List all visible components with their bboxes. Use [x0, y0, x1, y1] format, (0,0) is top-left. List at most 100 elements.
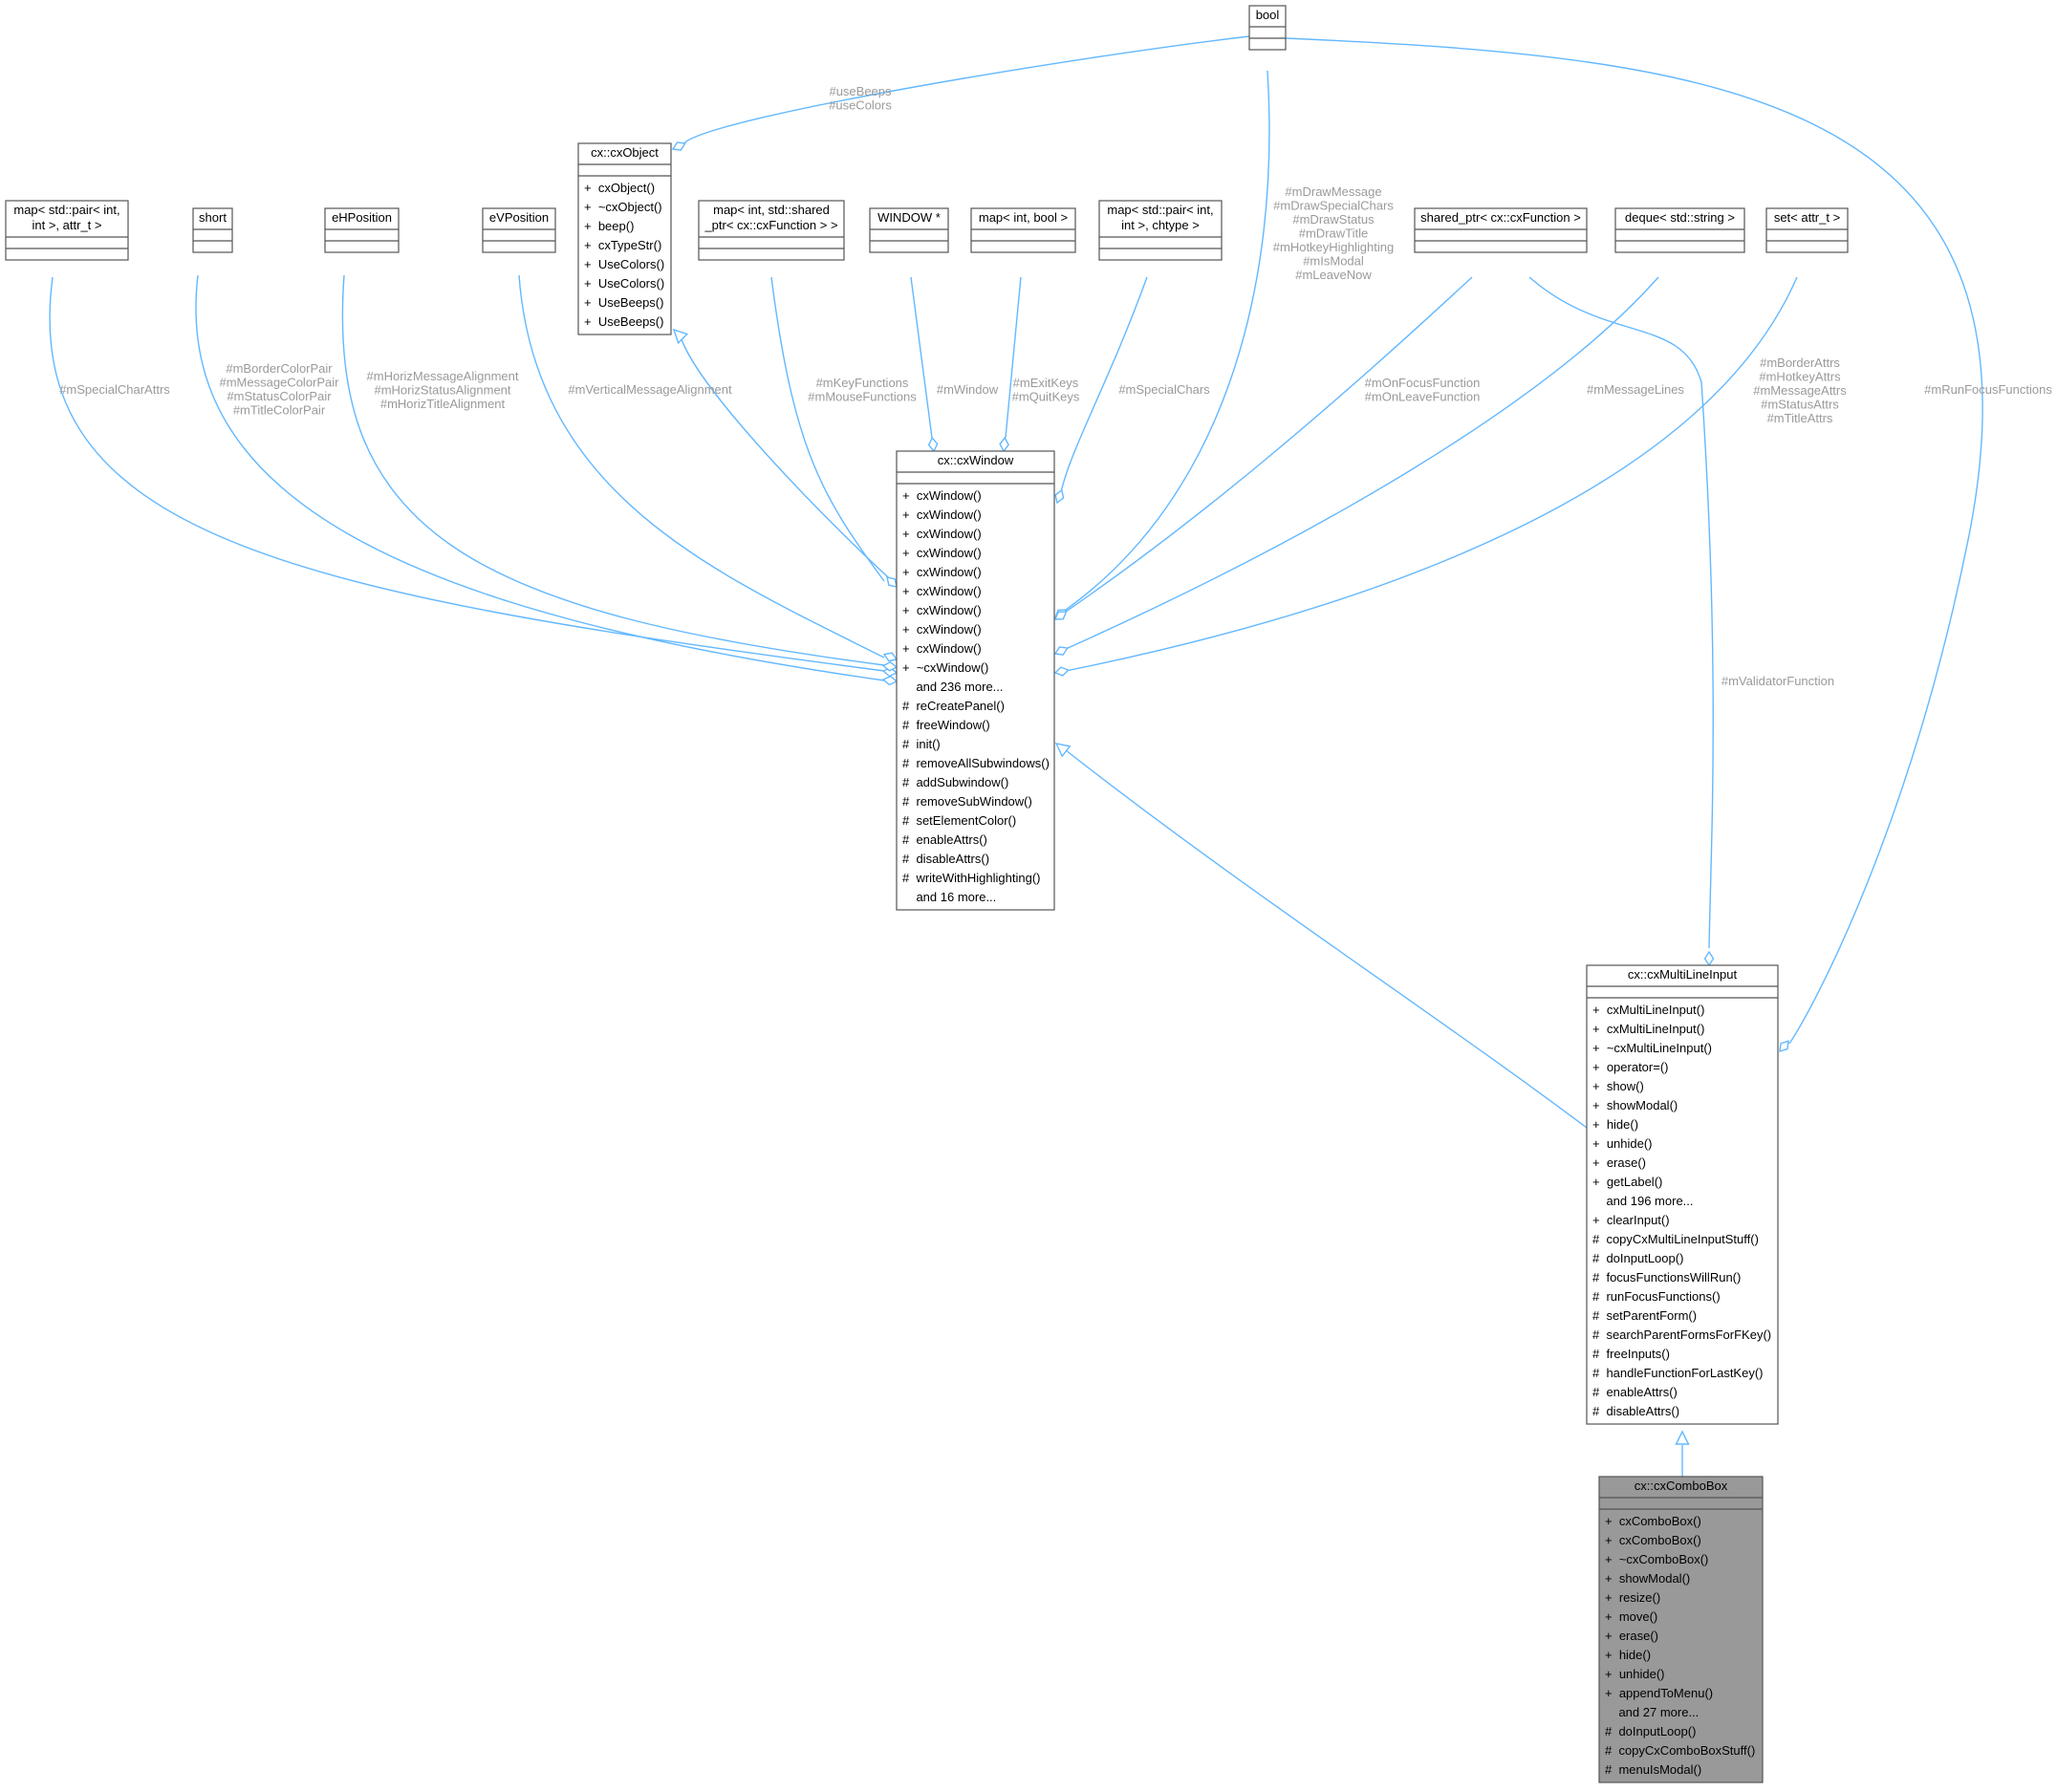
class-box — [1598, 1476, 1764, 1783]
class-member: # enableAttrs() — [1592, 1385, 1678, 1399]
class-member: + cxWindow() — [902, 488, 982, 503]
class-member: + hide() — [1592, 1117, 1638, 1132]
edge-vertalign — [518, 274, 885, 659]
class-box — [1248, 5, 1287, 51]
class-member: + cxWindow() — [902, 584, 982, 598]
edge-label-specialCharAttrs: #mSpecialCharAttrs — [59, 382, 170, 397]
class-member: + ~cxComboBox() — [1605, 1552, 1708, 1566]
edge-label-exitKeys: #mExitKeys#mQuitKeys — [1012, 376, 1080, 404]
edge-horizalign — [341, 274, 885, 666]
class-title: map< std::pair< int, — [1107, 203, 1213, 217]
class-member: # enableAttrs() — [902, 832, 987, 847]
class-box — [1586, 964, 1779, 1425]
class-member: + erase() — [1605, 1629, 1658, 1643]
edge-label-line: #mStatusAttrs — [1761, 398, 1839, 412]
edge-label-line: #mDrawMessage — [1285, 184, 1381, 199]
class-node-mapPairAttr: map< std::pair< int,int >, attr_t > — [5, 200, 129, 261]
class-member: # handleFunctionForLastKey() — [1592, 1366, 1763, 1380]
edge-colorpairs — [195, 274, 885, 681]
class-box — [482, 207, 556, 253]
aggregation-diamond — [999, 436, 1009, 453]
class-member: + resize() — [1605, 1590, 1660, 1605]
class-member: + cxWindow() — [902, 603, 982, 617]
edge-label-line: #mHorizStatusAlignment — [374, 383, 510, 398]
edge-label-line: #mHorizTitleAlignment — [380, 397, 506, 411]
class-member: # reCreatePanel() — [902, 699, 1005, 713]
edge-runfocus — [1285, 37, 1983, 1045]
aggregation-diamond — [927, 436, 939, 453]
class-node-cxWindow: cx::cxWindow+ cxWindow()+ cxWindow()+ cx… — [896, 450, 1055, 911]
class-member: # disableAttrs() — [902, 852, 989, 866]
class-member: + UseColors() — [584, 276, 664, 291]
class-member: # addSubwindow() — [902, 775, 1008, 789]
class-title: _ptr< cx::cxFunction > > — [704, 218, 837, 232]
edge-exitkeys — [1005, 276, 1022, 439]
edge-label-line: #mHotkeyAttrs — [1759, 370, 1841, 384]
aggregation-diamond — [881, 660, 899, 672]
aggregation-diamond — [886, 576, 898, 588]
class-member: + cxComboBox() — [1605, 1514, 1701, 1528]
diagram-edges — [49, 35, 1983, 1477]
aggregation-diamond — [882, 652, 899, 662]
class-member: + ~cxWindow() — [902, 660, 988, 675]
edge-label-line: #mHorizMessageAlignment — [367, 369, 519, 383]
class-title: bool — [1256, 8, 1280, 22]
class-member: # removeAllSubwindows() — [902, 756, 1050, 770]
class-member: + cxComboBox() — [1605, 1533, 1701, 1547]
edge-label-useBeeps: #useBeeps#useColors — [829, 84, 892, 113]
class-box — [896, 450, 1055, 911]
edge-label-line: #useColors — [829, 98, 892, 113]
edge-label-line: #mStatusColorPair — [227, 389, 332, 403]
class-title: short — [199, 210, 227, 225]
class-node-mapPairChtype: map< std::pair< int,int >, chtype > — [1098, 200, 1223, 261]
aggregation-diamond — [1054, 488, 1065, 505]
class-member: + cxObject() — [584, 181, 655, 195]
class-member: + hide() — [1605, 1648, 1651, 1662]
edge-label-line: #mMouseFunctions — [808, 390, 917, 404]
edge-label-line: #mLeaveNow — [1295, 268, 1372, 282]
class-member: and 16 more... — [902, 890, 996, 904]
edge-label-focusFuncs: #mOnFocusFunction#mOnLeaveFunction — [1365, 376, 1481, 404]
edge-boolflags — [1065, 70, 1270, 611]
class-node-eVPosition: eVPosition — [482, 207, 556, 253]
edge-label-line: #mTitleColorPair — [233, 403, 326, 418]
class-member: # doInputLoop() — [1605, 1724, 1696, 1738]
class-title: cx::cxComboBox — [1635, 1479, 1728, 1493]
class-member: + getLabel() — [1592, 1175, 1662, 1189]
class-member: + UseBeeps() — [584, 314, 663, 329]
class-member: # init() — [902, 737, 941, 751]
class-title: int >, attr_t > — [32, 218, 102, 232]
class-member: # setParentForm() — [1592, 1308, 1697, 1323]
class-member: + showModal() — [1592, 1098, 1678, 1112]
class-member: + clearInput() — [1592, 1213, 1670, 1227]
edge-label-vertAlign: #mVerticalMessageAlignment — [568, 382, 732, 397]
class-node-dequeStr: deque< std::string > — [1614, 207, 1745, 253]
class-node-cxComboBox: cx::cxComboBox+ cxComboBox()+ cxComboBox… — [1598, 1476, 1764, 1783]
edge-label-line: #mMessageLines — [1587, 382, 1684, 397]
edge-label-specialChars: #mSpecialChars — [1118, 382, 1210, 397]
edge-label-attrs: #mBorderAttrs#mHotkeyAttrs#mMessageAttrs… — [1753, 356, 1847, 425]
class-member: + ~cxMultiLineInput() — [1592, 1041, 1712, 1055]
class-title: deque< std::string > — [1625, 210, 1735, 225]
edge-label-line: #mHotkeyHighlighting — [1273, 240, 1394, 254]
class-member: + showModal() — [1605, 1571, 1690, 1586]
edge-label-line: #mTitleAttrs — [1767, 411, 1833, 425]
edge-label-line: #useBeeps — [829, 84, 892, 98]
class-node-window: WINDOW * — [869, 207, 949, 253]
class-member: + show() — [1592, 1079, 1644, 1093]
class-box — [5, 200, 129, 261]
class-member: + cxWindow() — [902, 527, 982, 541]
class-member: # freeWindow() — [902, 718, 990, 732]
class-member: + beep() — [584, 219, 634, 233]
aggregation-diamond — [1053, 611, 1068, 620]
class-member: and 196 more... — [1592, 1194, 1694, 1208]
class-box — [1098, 200, 1223, 261]
class-box — [192, 207, 233, 253]
class-member: and 27 more... — [1605, 1705, 1699, 1719]
edge-label-line: #mRunFocusFunctions — [1924, 382, 2052, 397]
class-member: + cxWindow() — [902, 641, 982, 656]
edge-focusfuncs — [1065, 276, 1473, 613]
class-member: # copyCxMultiLineInputStuff() — [1592, 1232, 1759, 1246]
edge-attrs — [1065, 276, 1798, 672]
